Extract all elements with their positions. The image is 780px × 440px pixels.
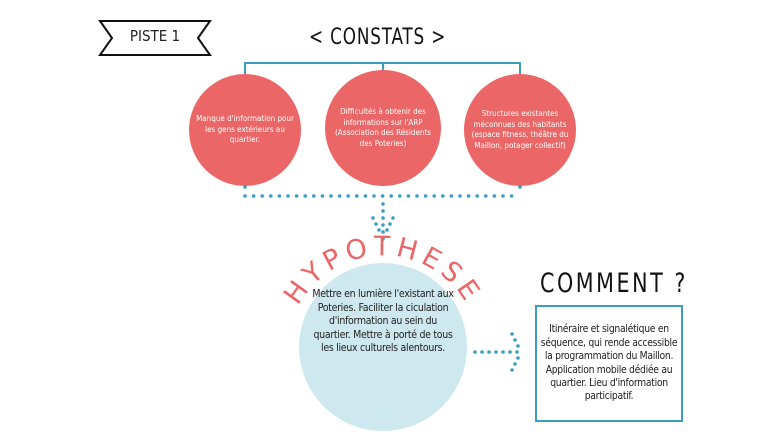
connector-dot <box>515 350 519 354</box>
connector-dot <box>487 350 491 354</box>
connector-dot <box>355 194 359 198</box>
connector-dot <box>516 356 520 360</box>
comment-box: Itinéraire et signalétique en séquence, … <box>535 305 683 422</box>
constat-text-3: Structures existantes méconnues des habi… <box>471 109 569 150</box>
connector-dot <box>415 194 419 198</box>
connector-dot <box>475 194 480 198</box>
connector-dot <box>385 228 389 232</box>
comment-title: COMMENT ? <box>540 268 688 299</box>
connector-dot <box>389 194 394 198</box>
connector-dot <box>286 194 290 198</box>
connector-dot <box>381 230 385 234</box>
connector-dot <box>449 194 454 198</box>
connector-dot <box>269 194 273 198</box>
connector-dot <box>381 209 385 213</box>
connector-dot <box>320 194 325 198</box>
connector-dot <box>381 202 385 206</box>
connector-dot <box>303 194 308 198</box>
connector-dot <box>466 194 471 198</box>
connector-dot <box>381 237 385 241</box>
connector-dot <box>374 222 378 226</box>
piste-badge-shape <box>98 20 212 56</box>
connector-dot <box>510 368 514 372</box>
connector-dot <box>513 338 517 342</box>
connector-dot <box>277 194 282 198</box>
connector-dot <box>251 194 256 198</box>
hypothese-circle <box>299 263 467 431</box>
connector-dot <box>381 223 385 227</box>
connector-dot <box>458 194 462 198</box>
constats-title: < CONSTATS > <box>309 25 447 50</box>
hypothese-text: Mettre en lumière l'existant aux Poterie… <box>312 288 454 355</box>
connector-dot <box>312 194 316 198</box>
constat-circle-3 <box>464 74 576 186</box>
constat-circle-1 <box>189 74 301 186</box>
connector-dot <box>480 350 484 354</box>
connector-dot <box>513 362 517 366</box>
connector-dot <box>509 194 514 198</box>
connector-dot <box>518 185 522 189</box>
connector-dot <box>432 194 437 198</box>
constat-text-1: Manque d'information pour les gens extér… <box>196 114 294 145</box>
connector-dot <box>423 194 428 198</box>
connector-dot <box>372 194 376 198</box>
connector-dot <box>484 194 488 198</box>
connector-dot <box>516 344 520 348</box>
connector-dot <box>337 194 342 198</box>
connector-dot <box>260 194 265 198</box>
connector-dot <box>243 194 247 198</box>
connector-dot <box>346 194 351 198</box>
connector-dot <box>473 350 477 354</box>
connector-dot <box>391 216 395 220</box>
dotted-connector <box>243 185 522 372</box>
connector-dot <box>398 194 402 198</box>
connector-dot <box>501 350 505 354</box>
comment-text: Itinéraire et signalétique en séquence, … <box>540 323 678 403</box>
connector-dot <box>441 194 445 198</box>
connector-dot <box>388 222 392 226</box>
connector-dot <box>363 194 368 198</box>
connector-dot <box>377 228 381 232</box>
connector-dot <box>381 216 385 220</box>
connector-dot <box>294 194 299 198</box>
connector-dot <box>510 332 514 336</box>
piste-badge: PISTE 1 <box>129 27 181 45</box>
connector-dot <box>243 185 247 189</box>
connector-dot <box>406 194 411 198</box>
constat-circle-2 <box>325 70 441 186</box>
connector-dot <box>329 194 333 198</box>
connector-dot <box>492 194 497 198</box>
connector-dot <box>380 194 385 198</box>
connector-dot <box>494 350 498 354</box>
constat-text-2: Difficultés à obtenir des informations s… <box>334 107 432 148</box>
connector-dot <box>501 194 505 198</box>
connector-dot <box>371 216 375 220</box>
connector-dot <box>508 350 512 354</box>
